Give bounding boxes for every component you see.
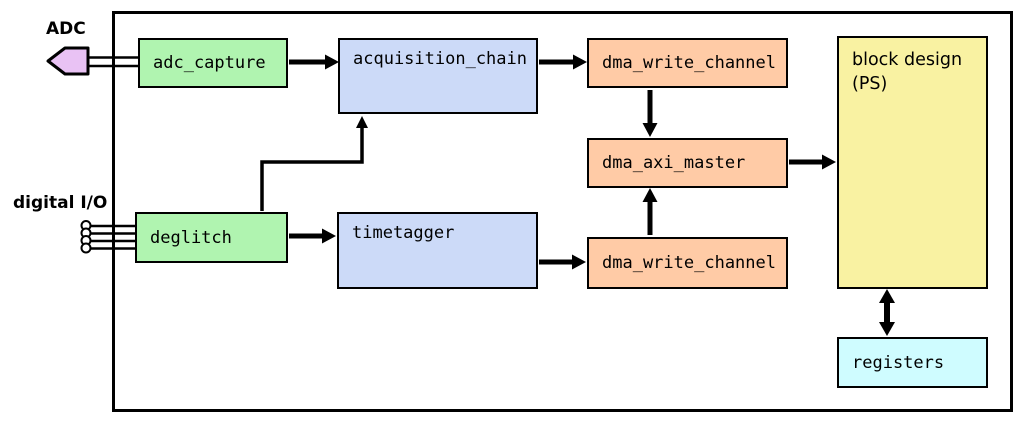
block-registers: registers xyxy=(837,337,988,388)
block-acquisition-chain: acquisition_chain xyxy=(338,38,538,114)
block-label-line1: block design xyxy=(852,50,963,70)
block-label: timetagger xyxy=(352,223,455,243)
digital-io-pin-icon xyxy=(80,235,92,246)
block-label: adc_capture xyxy=(153,53,266,73)
adc-port-icon xyxy=(46,46,90,76)
block-label: acquisition_chain xyxy=(353,49,527,69)
block-adc-capture: adc_capture xyxy=(138,38,288,88)
digital-io-port-label: digital I/O xyxy=(13,193,108,213)
block-label: registers xyxy=(852,352,945,373)
adc-port-label: ADC xyxy=(46,19,86,39)
block-label-line2: (PS) xyxy=(852,74,888,95)
block-timetagger: timetagger xyxy=(337,212,538,289)
block-block-design-ps: block design (PS) xyxy=(837,36,988,289)
block-deglitch: deglitch xyxy=(135,212,288,263)
digital-io-pin-icon xyxy=(80,220,92,231)
digital-io-pin-icon xyxy=(80,242,92,254)
block-dma-write-channel-top: dma_write_channel xyxy=(587,38,788,88)
digital-io-pin-icon xyxy=(80,227,92,239)
fpga-boundary-frame xyxy=(112,11,1013,412)
block-label: deglitch xyxy=(150,227,232,248)
block-label: dma_axi_master xyxy=(602,153,746,173)
block-dma-write-channel-bottom: dma_write_channel xyxy=(587,237,788,289)
block-label: dma_write_channel xyxy=(602,53,776,73)
block-dma-axi-master: dma_axi_master xyxy=(587,138,788,188)
block-label: dma_write_channel xyxy=(602,253,776,273)
